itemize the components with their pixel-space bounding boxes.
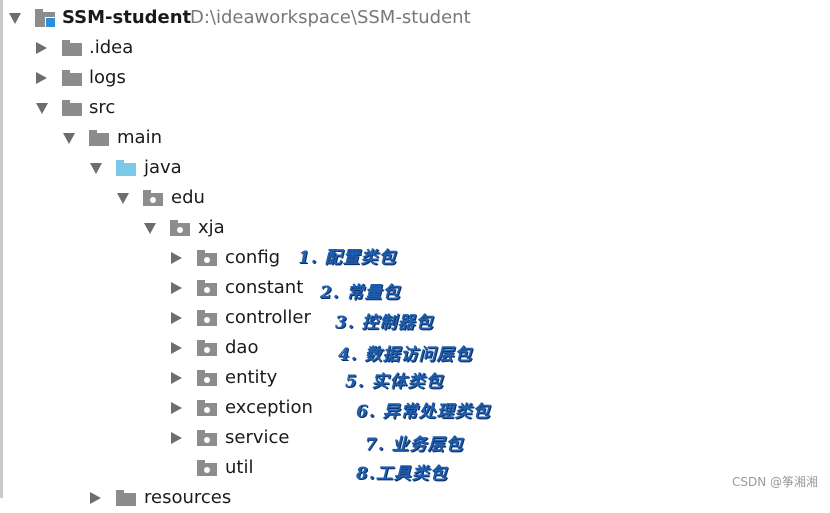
tree-node-label: .idea: [89, 37, 134, 58]
tree-node-label: constant: [225, 277, 304, 298]
annotation-exception: 6. 异常处理类包: [356, 402, 491, 422]
tree-node-dao[interactable]: dao: [0, 333, 830, 363]
folder-icon: [62, 40, 82, 56]
chevron-down-icon[interactable]: [144, 223, 156, 234]
chevron-down-icon[interactable]: [9, 13, 21, 24]
tree-node-root[interactable]: SSM-student D:\ideaworkspace\SSM-student: [0, 3, 830, 33]
annotation-service: 7. 业务层包: [365, 435, 464, 455]
chevron-right-icon[interactable]: [36, 72, 47, 84]
package-icon: [197, 370, 217, 386]
tree-node-main[interactable]: main: [0, 123, 830, 153]
watermark: CSDN @筝湘湘: [731, 475, 818, 489]
chevron-right-icon[interactable]: [171, 372, 182, 384]
annotation-entity: 5. 实体类包: [345, 372, 444, 392]
tree-node-label: controller: [225, 307, 311, 328]
tree-node-src[interactable]: src: [0, 93, 830, 123]
source-folder-icon: [116, 160, 136, 176]
tree-node-label: config: [225, 247, 281, 268]
tree-node-label: main: [117, 127, 162, 148]
tree-node-label: java: [144, 157, 182, 178]
tree-node-label: xja: [198, 217, 225, 238]
chevron-right-icon[interactable]: [171, 342, 182, 354]
tree-node-label: dao: [225, 337, 259, 358]
tree-node-xja[interactable]: xja: [0, 213, 830, 243]
module-icon: [35, 9, 56, 28]
package-icon: [197, 400, 217, 416]
annotation-constant: 2. 常量包: [320, 283, 401, 303]
tree-node-label: entity: [225, 367, 278, 388]
tree-node-util[interactable]: util: [0, 453, 830, 483]
tree-node-logs[interactable]: logs: [0, 63, 830, 93]
tree-node-config[interactable]: config: [0, 243, 830, 273]
panel-left-edge: [0, 0, 3, 498]
package-icon: [143, 190, 163, 206]
root-module-name: SSM-student: [62, 7, 192, 28]
tree-node-label: logs: [89, 67, 126, 88]
annotation-dao: 4. 数据访问层包: [338, 345, 473, 365]
tree-node-exception[interactable]: exception: [0, 393, 830, 423]
folder-icon: [116, 490, 136, 506]
package-icon: [197, 250, 217, 266]
chevron-right-icon[interactable]: [171, 432, 182, 444]
tree-node-constant[interactable]: constant: [0, 273, 830, 303]
tree-node-java[interactable]: java: [0, 153, 830, 183]
chevron-right-icon[interactable]: [171, 402, 182, 414]
chevron-right-icon[interactable]: [36, 42, 47, 54]
package-icon: [197, 430, 217, 446]
tree-node-label: util: [225, 457, 254, 478]
annotation-config: 1. 配置类包: [298, 248, 397, 268]
tree-node-controller[interactable]: controller: [0, 303, 830, 333]
folder-icon: [62, 100, 82, 116]
package-icon: [197, 280, 217, 296]
annotation-controller: 3. 控制器包: [335, 313, 434, 333]
folder-icon: [89, 130, 109, 146]
package-icon: [197, 340, 217, 356]
tree-node-service[interactable]: service: [0, 423, 830, 453]
root-module-path: D:\ideaworkspace\SSM-student: [190, 7, 471, 28]
chevron-down-icon[interactable]: [63, 133, 75, 144]
package-icon: [197, 310, 217, 326]
tree-node-label: resources: [144, 487, 232, 508]
tree-node-resources[interactable]: resources: [0, 483, 830, 513]
chevron-right-icon[interactable]: [90, 492, 101, 504]
tree-node-idea[interactable]: .idea: [0, 33, 830, 63]
tree-node-label: service: [225, 427, 290, 448]
package-icon: [197, 460, 217, 476]
chevron-down-icon[interactable]: [90, 163, 102, 174]
chevron-right-icon[interactable]: [171, 252, 182, 264]
chevron-right-icon[interactable]: [171, 282, 182, 294]
package-icon: [170, 220, 190, 236]
tree-node-label: src: [89, 97, 116, 118]
folder-icon: [62, 70, 82, 86]
tree-node-label: edu: [171, 187, 205, 208]
tree-node-label: exception: [225, 397, 313, 418]
annotation-util: 8.工具类包: [356, 464, 448, 484]
chevron-down-icon[interactable]: [117, 193, 129, 204]
tree-node-entity[interactable]: entity: [0, 363, 830, 393]
tree-node-edu[interactable]: edu: [0, 183, 830, 213]
chevron-right-icon[interactable]: [171, 312, 182, 324]
chevron-down-icon[interactable]: [36, 103, 48, 114]
